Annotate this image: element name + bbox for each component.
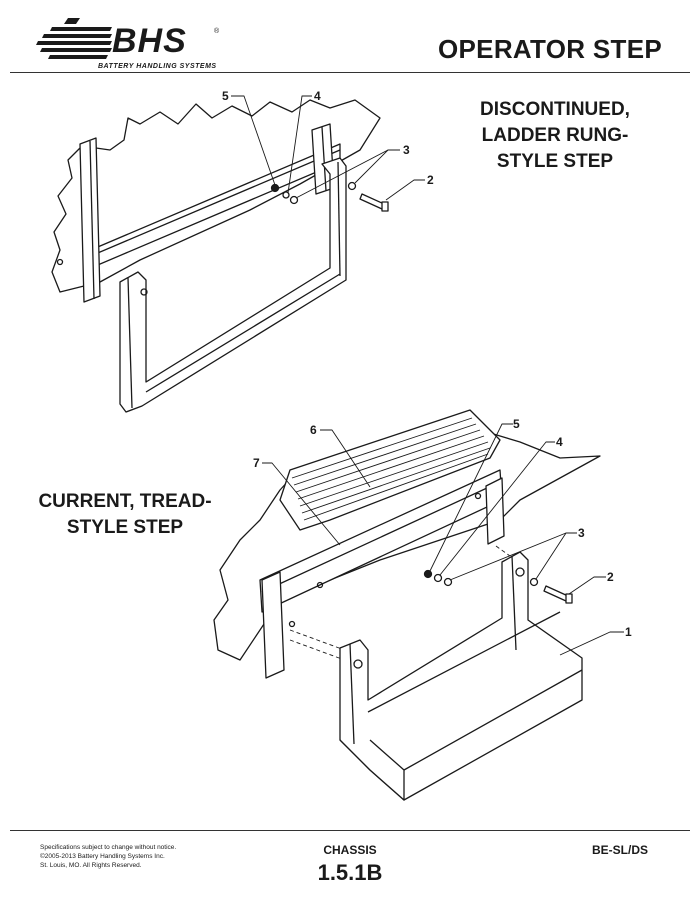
ladder-bolt: [359, 193, 385, 210]
footer-legal-notice: Specifications subject to change without…: [40, 843, 270, 870]
legal-line-3: St. Louis, MO. All Rights Reserved.: [40, 862, 142, 869]
callout-new-1: 1: [625, 625, 632, 639]
tread-post-right: [485, 477, 505, 545]
current-heading-line-2: STYLE STEP: [66, 517, 184, 538]
exploded-assembly-diagram: 5 4 3 2 6 7 5 4 3 2 1: [51, 89, 632, 801]
callout-old-2: 2: [427, 173, 434, 187]
logo-tagline: BATTERY HANDLING SYSTEMS: [98, 63, 217, 70]
logo-speed-stripes-icon: [36, 18, 112, 59]
tread-step-assembly: [213, 409, 601, 801]
logo-wordmark: BHS: [112, 22, 187, 60]
current-step-heading: CURRENT, TREAD- STYLE STEP: [10, 489, 240, 541]
tread-plate: [279, 409, 501, 531]
tread-post-left: [261, 571, 285, 679]
legal-line-1: Specifications subject to change without…: [40, 844, 177, 851]
callout-new-2: 2: [607, 570, 614, 584]
callout-new-6: 6: [310, 423, 317, 437]
callout-new-4: 4: [556, 435, 563, 449]
callout-old-4: 4: [314, 89, 321, 103]
callout-new-5: 5: [513, 417, 520, 431]
discontinued-heading-line-1: DISCONTINUED,: [480, 99, 630, 120]
discontinued-heading-line-3: STYLE STEP: [496, 151, 614, 172]
tread-bolt: [543, 585, 569, 602]
callout-old-3: 3: [403, 143, 410, 157]
bhs-logo: BHS ® BATTERY HANDLING SYSTEMS: [36, 14, 219, 70]
callout-old-5: 5: [222, 89, 229, 103]
discontinued-step-heading: DISCONTINUED, LADDER RUNG- STYLE STEP: [440, 97, 670, 175]
footer-model-code: BE-SL/DS: [591, 843, 648, 857]
footer-section-name: CHASSIS: [323, 843, 377, 857]
ladder-u-frame: [119, 157, 347, 413]
logo-registered-mark: ®: [214, 28, 220, 35]
callout-new-3: 3: [578, 526, 585, 540]
ladder-step-assembly: [51, 99, 389, 413]
ladder-post-left: [79, 137, 101, 303]
footer-page-number: 1.5.1B: [317, 860, 383, 885]
callout-new-7: 7: [253, 456, 260, 470]
discontinued-heading-line-2: LADDER RUNG-: [481, 125, 629, 146]
tread-ridges: [291, 417, 491, 521]
tread-hidden-lines: [289, 545, 511, 663]
page-title: OPERATOR STEP: [438, 34, 662, 64]
current-heading-line-1: CURRENT, TREAD-: [38, 491, 212, 512]
legal-line-2: ©2005-2013 Battery Handling Systems Inc.: [40, 853, 165, 860]
header-divider: [10, 72, 690, 73]
callout-leaders: [231, 95, 624, 656]
footer-divider: [10, 830, 690, 831]
